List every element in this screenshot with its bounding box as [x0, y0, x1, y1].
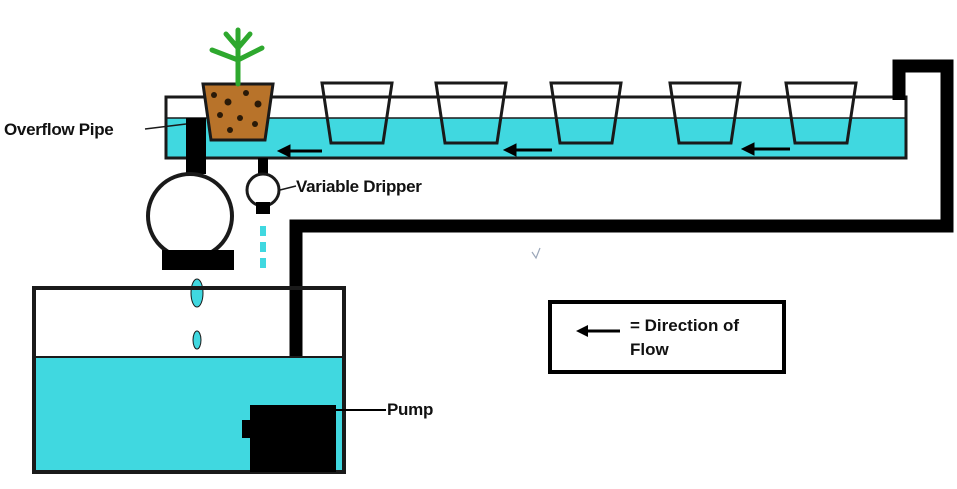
- plant-icon: [209, 27, 265, 87]
- left-arrow-icon: [576, 325, 620, 337]
- left-arrow-icon: [502, 143, 552, 157]
- stray-mark: [531, 247, 541, 260]
- channel-outline: [164, 95, 908, 160]
- flow-arrows: [276, 142, 790, 158]
- net-pot: [434, 81, 508, 145]
- left-arrow-icon: [740, 142, 790, 156]
- net-pot: [784, 81, 858, 145]
- overflow-bulb: [146, 172, 234, 260]
- planted-pot: [201, 27, 275, 142]
- supply-pipe: [289, 59, 954, 405]
- pump: [242, 405, 386, 472]
- left-arrow-icon: [276, 144, 322, 158]
- net-pot: [320, 81, 394, 145]
- legend-text: = Direction of Flow: [630, 316, 740, 359]
- legend: = Direction of Flow: [548, 300, 786, 374]
- net-pot: [668, 81, 742, 145]
- variable-dripper: [245, 158, 281, 268]
- pump-label: Pump: [387, 400, 434, 419]
- soil-specks: [211, 90, 262, 133]
- reservoir-outline: [32, 286, 346, 474]
- variable-dripper-label: Variable Dripper: [296, 177, 422, 196]
- variable-dripper-leader: [279, 185, 297, 191]
- overflow-pipe-leader: [144, 123, 187, 130]
- overflow-pipe: [146, 118, 234, 270]
- net-pots: [320, 81, 858, 145]
- overflow-pipe-label: Overflow Pipe: [4, 120, 114, 139]
- net-pot: [549, 81, 623, 145]
